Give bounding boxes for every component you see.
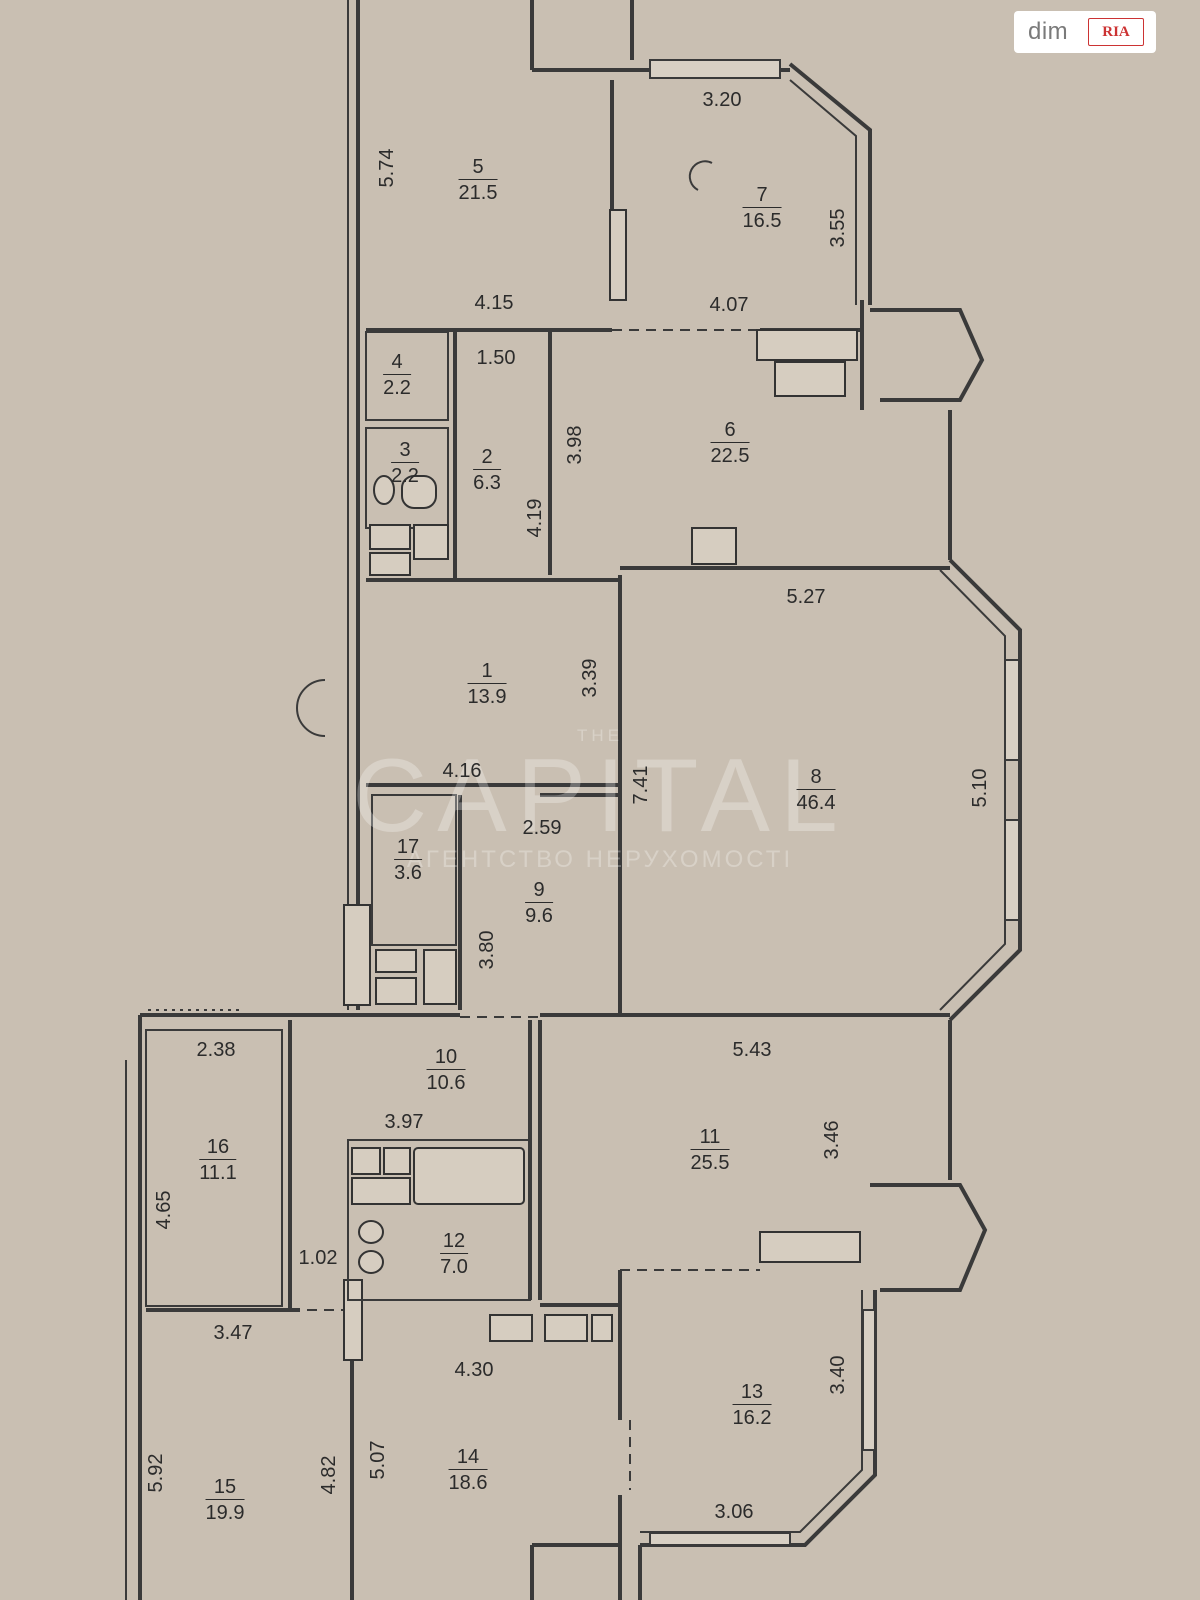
logo-dim-text: dim [1028, 18, 1069, 45]
room-area: 25.5 [690, 1149, 730, 1175]
room-4: 4 2.2 [383, 350, 411, 400]
dimension-label: 5.92 [145, 1453, 167, 1493]
room-number: 7 [756, 184, 768, 206]
dimension-label: 7.41 [630, 765, 652, 805]
watermark: THE CAPITAL АГЕНТСТВО НЕРУХОМОСТІ [352, 726, 848, 874]
room-3: 3 2.2 [391, 438, 419, 488]
room-number: 1 [481, 660, 493, 682]
dimension-label: 4.82 [318, 1455, 340, 1495]
dimension-label: 3.06 [714, 1501, 754, 1523]
room-13: 13 16.2 [732, 1380, 772, 1430]
dimension-label: 1.50 [476, 347, 516, 369]
room-area: 16.5 [742, 207, 782, 233]
room-number: 12 [442, 1230, 466, 1252]
dimension-label: 2.59 [522, 817, 562, 839]
dimension-label: 3.80 [476, 930, 498, 970]
room-area: 22.5 [710, 442, 750, 468]
dimension-label: 3.98 [564, 425, 586, 465]
room-area: 21.5 [458, 179, 498, 205]
room-6: 6 22.5 [710, 418, 750, 468]
room-area: 13.9 [467, 683, 507, 709]
dimension-label: 3.40 [827, 1355, 849, 1395]
room-number: 8 [810, 766, 822, 788]
room-area: 3.6 [394, 859, 422, 885]
watermark-sub: АГЕНТСТВО НЕРУХОМОСТІ [406, 846, 794, 873]
dimension-label: 4.65 [153, 1190, 175, 1230]
dimension-label: 2.38 [196, 1039, 236, 1061]
room-area: 2.2 [383, 374, 411, 400]
room-area: 19.9 [205, 1499, 245, 1525]
room-1: 1 13.9 [467, 659, 507, 709]
room-2: 2 6.3 [473, 445, 501, 495]
room-15: 15 19.9 [205, 1475, 245, 1525]
dimension-label: 4.30 [454, 1359, 494, 1381]
room-number: 13 [740, 1381, 764, 1403]
room-number: 16 [206, 1136, 230, 1158]
room-number: 5 [472, 156, 484, 178]
room-11: 11 25.5 [690, 1125, 730, 1175]
room-number: 14 [456, 1446, 480, 1468]
dimria-logo[interactable]: dim RIA [1014, 11, 1156, 53]
dimension-label: 4.19 [524, 498, 546, 538]
room-number: 2 [481, 446, 493, 468]
room-17: 17 3.6 [394, 835, 422, 885]
room-area: 16.2 [732, 1404, 772, 1430]
room-number: 11 [699, 1126, 721, 1148]
dimension-label: 3.55 [827, 208, 849, 248]
room-8: 8 46.4 [796, 765, 836, 815]
room-number: 9 [533, 879, 545, 901]
room-number: 17 [396, 836, 420, 858]
room-16: 16 11.1 [199, 1135, 237, 1185]
room-area: 18.6 [448, 1469, 488, 1495]
room-5: 5 21.5 [458, 155, 498, 205]
room-area: 10.6 [426, 1069, 466, 1095]
dimension-label: 3.20 [702, 89, 742, 111]
room-area: 11.1 [199, 1159, 237, 1185]
dimension-label: 5.27 [786, 586, 826, 608]
room-area: 6.3 [473, 469, 501, 495]
dimension-label: 4.15 [474, 292, 514, 314]
watermark-main: CAPITAL [352, 738, 848, 854]
dimension-label: 5.74 [376, 148, 398, 188]
dimension-label: 4.16 [442, 760, 482, 782]
dimension-label: 1.02 [298, 1247, 338, 1269]
dimension-label: 4.07 [709, 294, 749, 316]
room-area: 9.6 [525, 902, 553, 928]
room-7: 7 16.5 [742, 183, 782, 233]
room-9: 9 9.6 [525, 878, 553, 928]
dimension-label: 5.10 [969, 768, 991, 808]
room-number: 15 [213, 1476, 237, 1498]
dimension-label: 3.39 [579, 658, 601, 698]
dimension-label: 3.47 [213, 1322, 253, 1344]
room-number: 6 [724, 419, 736, 441]
room-number: 3 [399, 439, 411, 461]
room-10: 10 10.6 [426, 1045, 466, 1095]
dimension-label: 5.43 [732, 1039, 772, 1061]
room-12: 12 7.0 [440, 1229, 468, 1279]
room-number: 4 [391, 351, 403, 373]
room-number: 10 [434, 1046, 458, 1068]
room-14: 14 18.6 [448, 1445, 488, 1495]
dimension-label: 3.46 [821, 1120, 843, 1160]
watermark-the: THE [577, 726, 623, 745]
room-area: 2.2 [391, 462, 419, 488]
dimension-label: 3.97 [384, 1111, 424, 1133]
logo-ria-badge: RIA [1088, 18, 1144, 46]
room-area: 46.4 [796, 789, 836, 815]
dimension-label: 5.07 [367, 1440, 389, 1480]
room-area: 7.0 [440, 1253, 468, 1279]
